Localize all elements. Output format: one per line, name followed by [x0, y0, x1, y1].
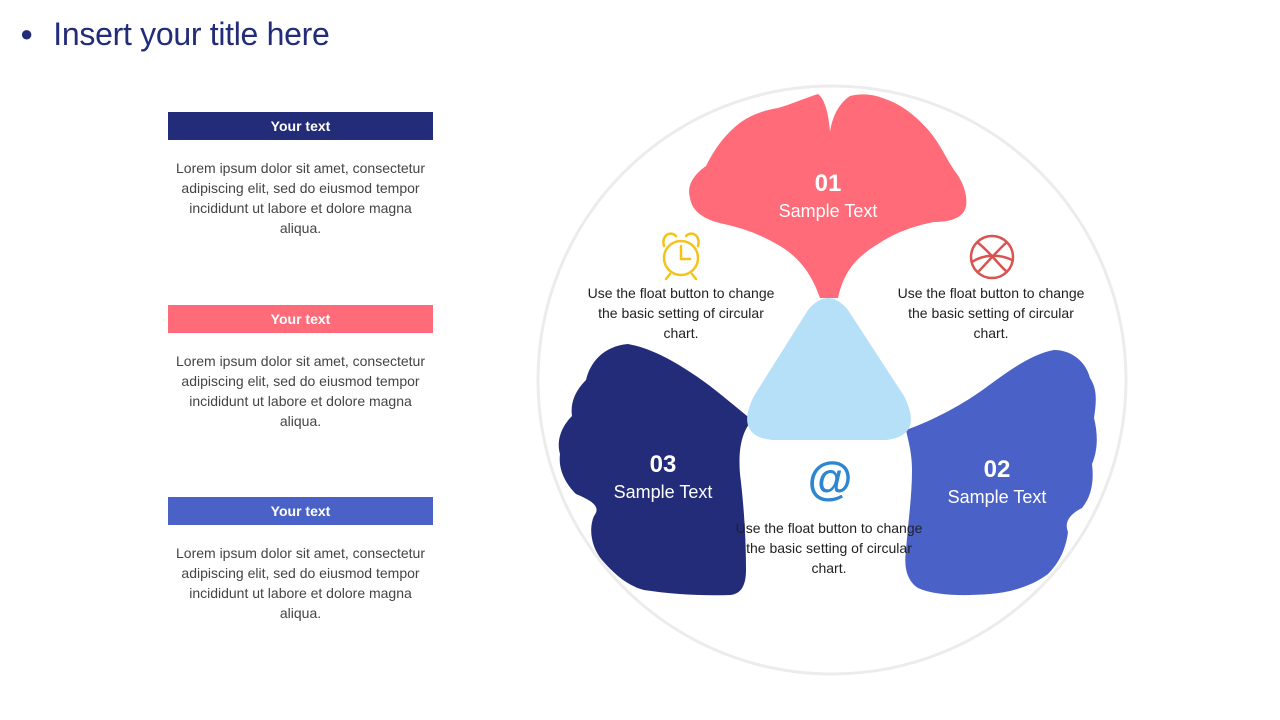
petal-number-01: 01 — [814, 170, 842, 197]
petal-01 — [689, 94, 967, 298]
note-text-left: Use the float button to change the basic… — [587, 285, 775, 341]
text-block-body: Lorem ipsum dolor sit amet, consectetur … — [176, 353, 425, 429]
petal-label-01: Sample Text — [778, 201, 878, 221]
text-block-label: Your text — [168, 305, 433, 333]
petal-number-02: 02 — [983, 456, 1011, 483]
outer-ring — [536, 84, 1128, 676]
note-text-bottom: Use the float button to change the basic… — [735, 520, 923, 576]
center-triangle — [747, 298, 911, 440]
text-block-1: Your text Lorem ipsum dolor sit amet, co… — [168, 112, 433, 238]
petal-03 — [558, 344, 752, 596]
text-block-label: Your text — [168, 497, 433, 525]
at-sign-icon: @ — [807, 452, 853, 504]
slide-title: Insert your title here — [53, 16, 330, 52]
basketball-icon — [969, 234, 1015, 280]
petal-02 — [905, 350, 1097, 596]
petal-number-03: 03 — [649, 451, 677, 478]
title-row: ● Insert your title here — [20, 12, 330, 56]
title-bullet: ● — [20, 21, 34, 46]
text-block-body: Lorem ipsum dolor sit amet, consectetur … — [176, 160, 425, 236]
petal-label-03: Sample Text — [613, 482, 713, 502]
text-block-2: Your text Lorem ipsum dolor sit amet, co… — [168, 305, 433, 431]
text-block-label: Your text — [168, 112, 433, 140]
text-block-body: Lorem ipsum dolor sit amet, consectetur … — [176, 545, 425, 621]
alarm-clock-icon — [662, 232, 700, 281]
petal-label-02: Sample Text — [947, 487, 1047, 507]
text-block-3: Your text Lorem ipsum dolor sit amet, co… — [168, 497, 433, 623]
note-text-right: Use the float button to change the basic… — [897, 285, 1085, 341]
